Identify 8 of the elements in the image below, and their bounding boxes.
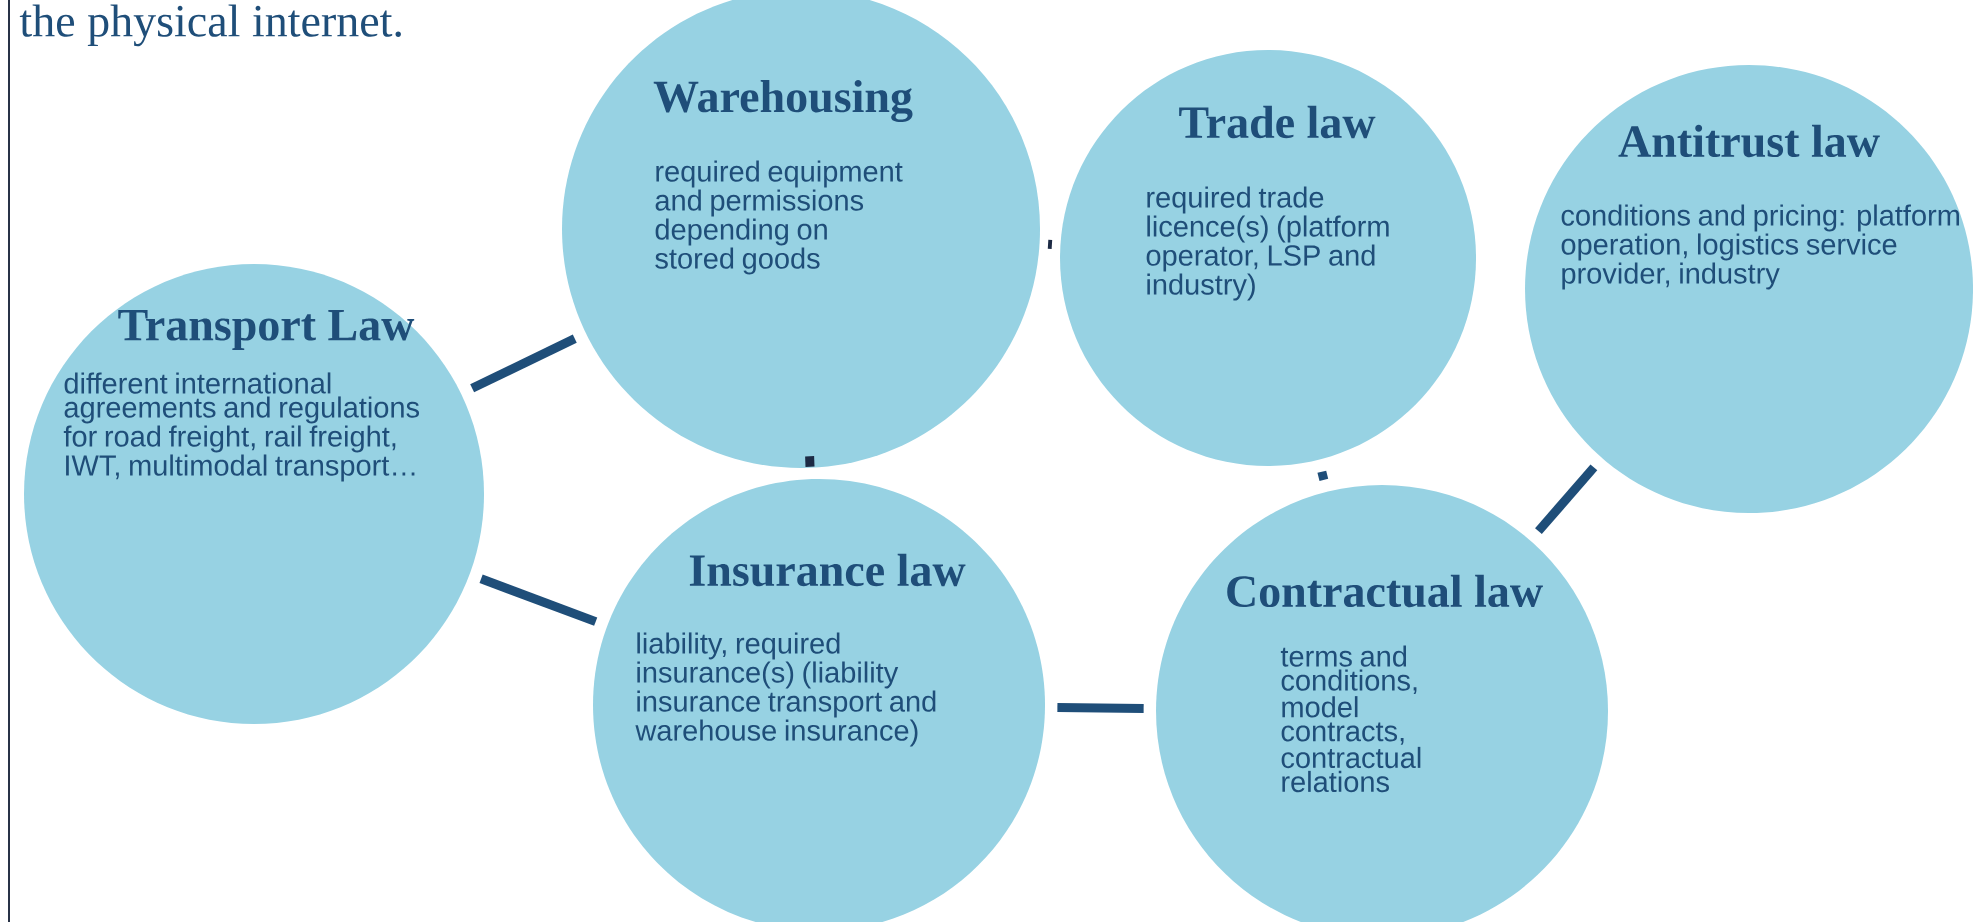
connector-line [805,456,815,467]
connector-line [1047,239,1053,250]
connector-line [479,574,598,626]
caption-text: the physical internet. [19,4,401,47]
connector-line [1317,470,1329,481]
connector-line [1535,464,1598,535]
connector-line [470,334,577,393]
connector-line [1057,703,1144,713]
